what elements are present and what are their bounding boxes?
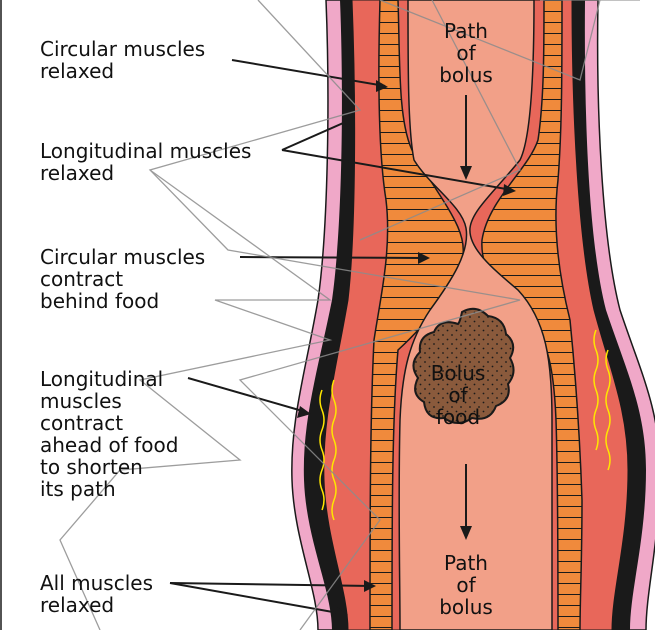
label-bolus: Bolus of food xyxy=(431,362,486,428)
label-longitudinal-contract: Longitudinal muscles contract ahead of f… xyxy=(40,368,178,500)
pointer-longitudinal-contract xyxy=(188,378,311,418)
label-longitudinal-relaxed: Longitudinal muscles relaxed xyxy=(40,140,251,184)
label-circular-relaxed: Circular muscles relaxed xyxy=(40,38,205,82)
label-path-bottom: Path of bolus xyxy=(439,552,493,618)
label-all-relaxed: All muscles relaxed xyxy=(40,572,153,616)
label-circular-contract: Circular muscles contract behind food xyxy=(40,246,205,312)
label-path-top: Path of bolus xyxy=(439,20,493,86)
